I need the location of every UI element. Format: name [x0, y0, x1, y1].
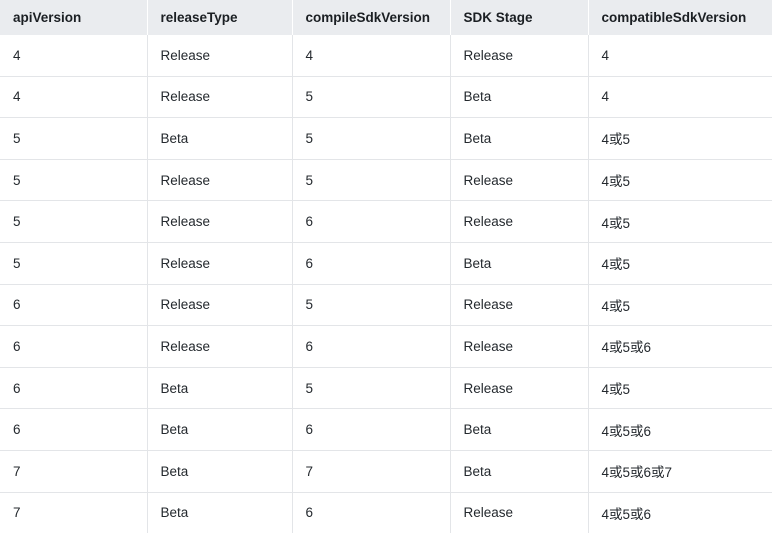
cell-release-type: Beta — [147, 450, 293, 493]
cell-sdk-stage: Beta — [450, 76, 589, 119]
table-row: 5 Release 6 Beta 4或5 — [0, 242, 772, 285]
cell-compile-sdk-version: 6 — [292, 492, 451, 533]
cell-release-type: Beta — [147, 492, 293, 533]
cell-api-version: 6 — [0, 284, 148, 327]
cell-api-version: 5 — [0, 200, 148, 243]
cell-release-type: Release — [147, 325, 293, 368]
cell-compatible-sdk-version: 4或5 — [588, 284, 772, 327]
cell-api-version: 6 — [0, 408, 148, 451]
cell-compile-sdk-version: 5 — [292, 159, 451, 202]
cell-release-type: Release — [147, 76, 293, 119]
cell-compile-sdk-version: 6 — [292, 325, 451, 368]
table-row: 4 Release 5 Beta 4 — [0, 76, 772, 119]
cell-release-type: Beta — [147, 367, 293, 410]
cell-compatible-sdk-version: 4 — [588, 76, 772, 119]
cell-api-version: 5 — [0, 242, 148, 285]
cell-release-type: Beta — [147, 117, 293, 160]
cell-compile-sdk-version: 5 — [292, 76, 451, 119]
cell-compile-sdk-version: 6 — [292, 242, 451, 285]
cell-compatible-sdk-version: 4或5 — [588, 242, 772, 285]
cell-compile-sdk-version: 5 — [292, 117, 451, 160]
table-row: 5 Beta 5 Beta 4或5 — [0, 117, 772, 160]
table-header: apiVersion releaseType compileSdkVersion… — [0, 0, 772, 35]
cell-api-version: 6 — [0, 325, 148, 368]
column-header-api-version: apiVersion — [0, 0, 148, 35]
table-row: 6 Beta 6 Beta 4或5或6 — [0, 408, 772, 451]
cell-sdk-stage: Beta — [450, 450, 589, 493]
column-header-sdk-stage: SDK Stage — [450, 0, 589, 35]
cell-api-version: 4 — [0, 76, 148, 119]
cell-release-type: Release — [147, 200, 293, 243]
cell-compile-sdk-version: 7 — [292, 450, 451, 493]
table-row: 5 Release 5 Release 4或5 — [0, 159, 772, 202]
cell-compile-sdk-version: 6 — [292, 200, 451, 243]
cell-api-version: 5 — [0, 117, 148, 160]
cell-compile-sdk-version: 4 — [292, 35, 451, 77]
cell-sdk-stage: Release — [450, 492, 589, 533]
table-row: 7 Beta 6 Release 4或5或6 — [0, 492, 772, 533]
cell-release-type: Release — [147, 159, 293, 202]
cell-compatible-sdk-version: 4或5或6 — [588, 408, 772, 451]
cell-compatible-sdk-version: 4或5 — [588, 367, 772, 410]
cell-sdk-stage: Release — [450, 159, 589, 202]
cell-api-version: 4 — [0, 35, 148, 77]
cell-compatible-sdk-version: 4或5或6 — [588, 325, 772, 368]
cell-sdk-stage: Release — [450, 35, 589, 77]
cell-compatible-sdk-version: 4或5 — [588, 200, 772, 243]
cell-api-version: 7 — [0, 450, 148, 493]
column-header-compile-sdk-version: compileSdkVersion — [292, 0, 451, 35]
cell-compile-sdk-version: 5 — [292, 367, 451, 410]
cell-compile-sdk-version: 6 — [292, 408, 451, 451]
cell-api-version: 7 — [0, 492, 148, 533]
cell-compatible-sdk-version: 4或5或6或7 — [588, 450, 772, 493]
cell-compatible-sdk-version: 4或5 — [588, 117, 772, 160]
table-row: 6 Release 6 Release 4或5或6 — [0, 325, 772, 368]
cell-compatible-sdk-version: 4或5或6 — [601, 506, 652, 522]
table-header-row: apiVersion releaseType compileSdkVersion… — [0, 0, 772, 35]
table-body: 4 Release 4 Release 4 4 Release 5 Beta 4… — [0, 35, 772, 533]
cell-sdk-stage: Release — [450, 325, 589, 368]
cell-sdk-stage: Release — [450, 367, 589, 410]
cell-api-version: 6 — [0, 367, 148, 410]
column-header-compatible-sdk-version: compatibleSdkVersion — [588, 0, 772, 35]
table-row: 5 Release 6 Release 4或5 — [0, 200, 772, 243]
column-header-release-type: releaseType — [147, 0, 293, 35]
cell-release-type: Release — [147, 284, 293, 327]
table-row: 7 Beta 7 Beta 4或5或6或7 — [0, 450, 772, 493]
cell-sdk-stage: Release — [450, 284, 589, 327]
table-row: 6 Beta 5 Release 4或5 — [0, 367, 772, 410]
cell-sdk-stage: Beta — [450, 408, 589, 451]
cell-compatible-sdk-version: 4 — [588, 35, 772, 77]
table-row: 6 Release 5 Release 4或5 — [0, 284, 772, 327]
cell-release-type: Beta — [147, 408, 293, 451]
cell-release-type: Release — [147, 35, 293, 77]
cell-api-version: 5 — [0, 159, 148, 202]
cell-release-type: Release — [147, 242, 293, 285]
cell-sdk-stage: Release — [450, 200, 589, 243]
table-row: 4 Release 4 Release 4 — [0, 35, 772, 77]
cell-compatible-sdk-version: 4或5 — [588, 159, 772, 202]
cell-sdk-stage: Beta — [450, 242, 589, 285]
cell-sdk-stage: Beta — [450, 117, 589, 160]
cell-compile-sdk-version: 5 — [292, 284, 451, 327]
